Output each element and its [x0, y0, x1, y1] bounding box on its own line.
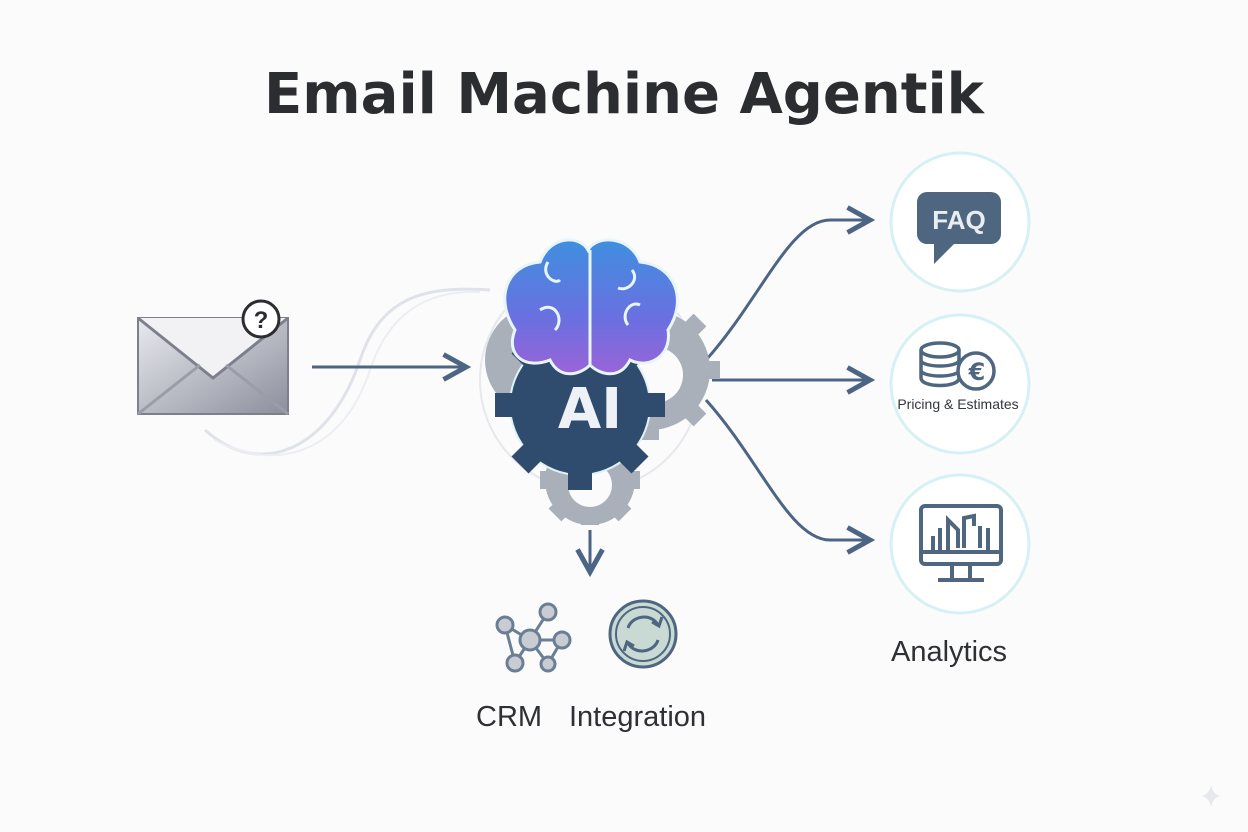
- euro-symbol: €: [968, 358, 986, 386]
- analytics-monitor-icon: [919, 504, 1003, 582]
- integration-sync-icon: [608, 599, 678, 669]
- flow-arrows: [312, 220, 870, 572]
- crm-network-icon: [495, 602, 572, 673]
- diagram-title: Email Machine Agentik: [264, 62, 984, 127]
- faq-label: FAQ: [932, 205, 985, 235]
- integration-label: Integration: [569, 701, 707, 733]
- pricing-circle: [889, 313, 1031, 455]
- sparkle-icon: [1201, 785, 1221, 807]
- ai-brain-gear-icon: [479, 238, 720, 525]
- arrow-ai-to-analytics: [704, 398, 870, 540]
- swoosh-decoration: [203, 287, 491, 457]
- faq-speech-bubble-icon: [917, 192, 1001, 264]
- analytics-label: Analytics: [891, 636, 1008, 668]
- pricing-label: Pricing & Estimates: [897, 396, 1018, 412]
- question-badge-text: ?: [254, 307, 269, 334]
- ai-label: AI: [558, 377, 622, 442]
- crm-label: CRM: [476, 701, 543, 733]
- question-badge-icon: [241, 299, 281, 339]
- coins-euro-icon: [919, 341, 996, 391]
- arrow-ai-to-faq: [704, 220, 870, 362]
